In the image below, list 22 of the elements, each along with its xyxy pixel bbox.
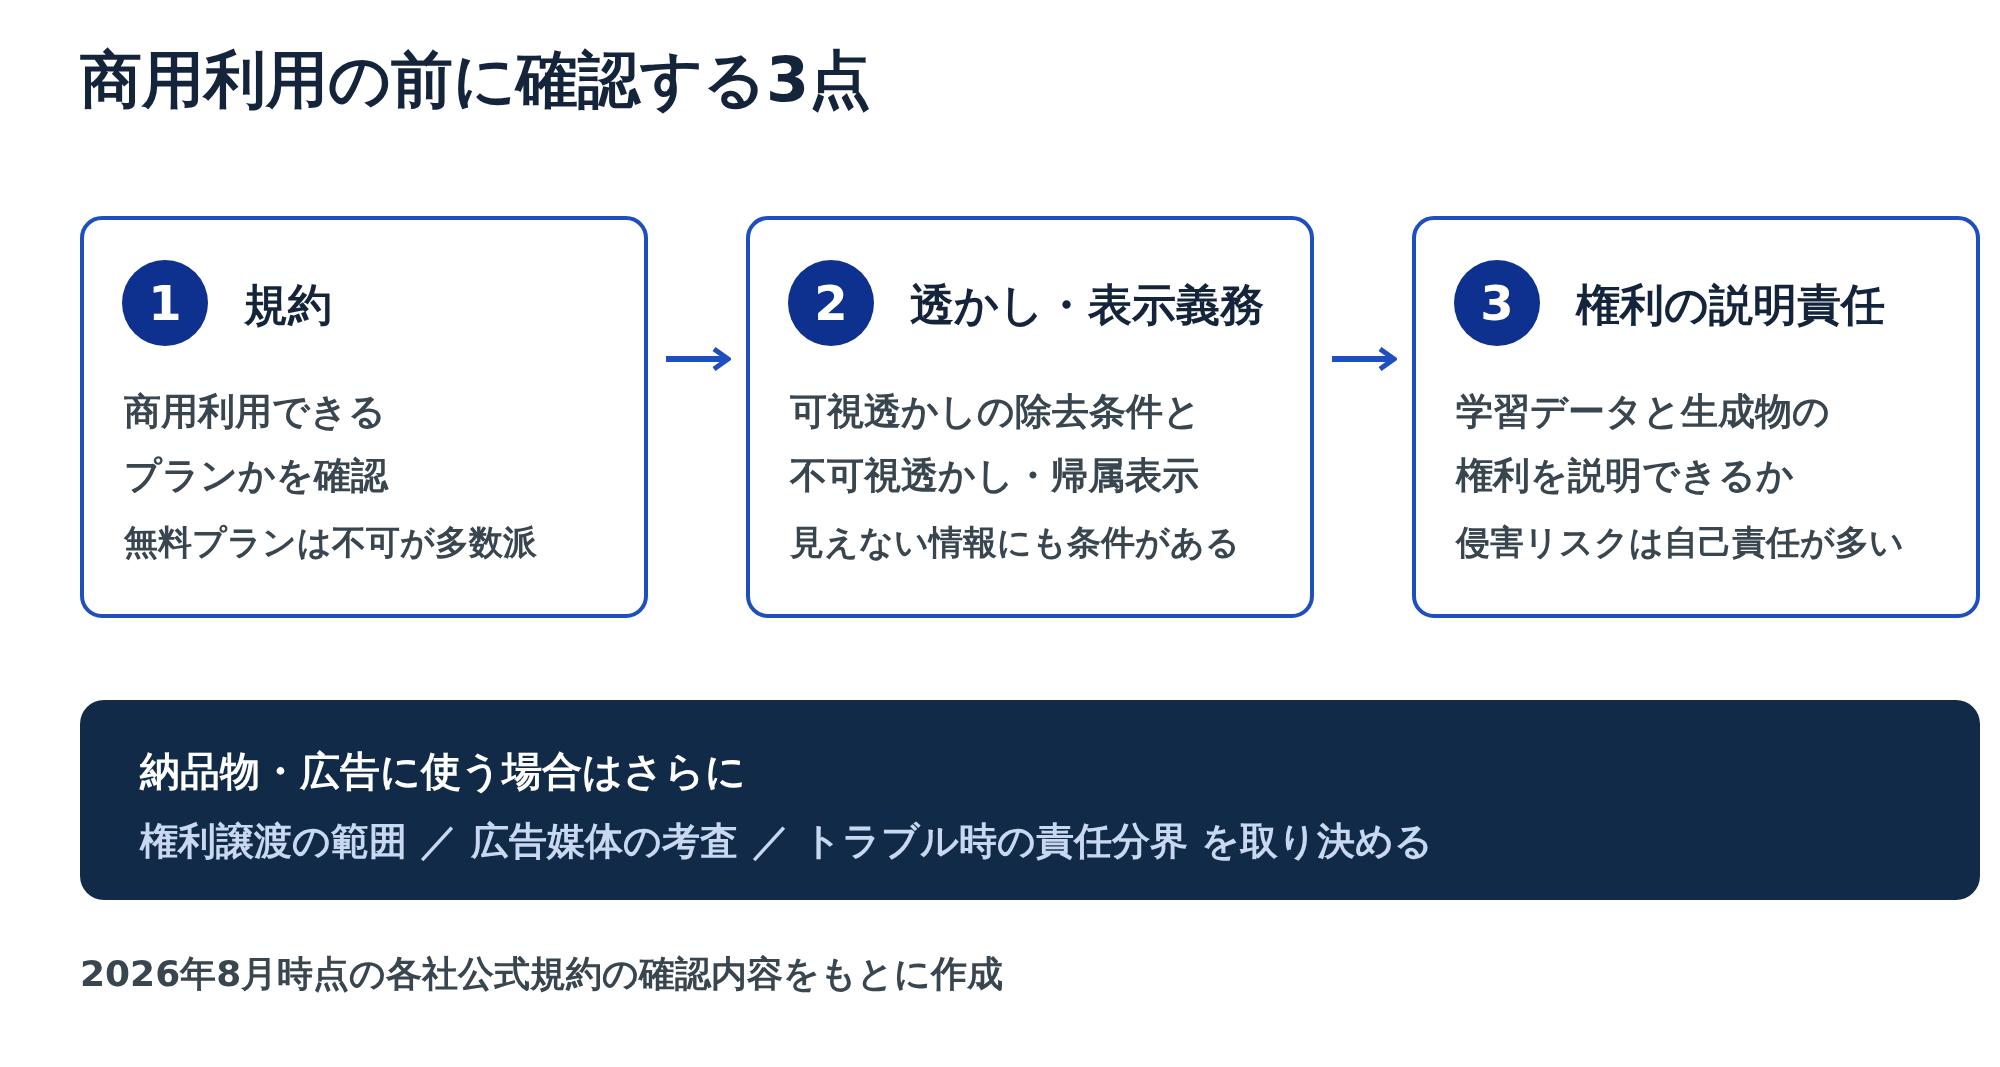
step-number-circle: 1 [122,260,208,346]
banner-heading: 納品物・広告に使う場合はさらに [140,747,746,796]
step-description: 可視透かしの除去条件と不可視透かし・帰属表示 [790,389,1202,499]
arrow [1332,346,1397,372]
step-description: 商用利用できるプランかを確認 [124,389,390,499]
step-card [80,216,648,618]
footnote: 2026年8月時点の各社公式規約の確認内容をもとに作成 [80,952,1004,996]
step-card [1412,216,1980,618]
arrow [666,346,731,372]
title: 商用利用の前に確認する3点 [80,42,872,118]
step-note: 見えない情報にも条件がある [790,521,1240,564]
note-banner [80,700,1980,900]
banner-text: 権利譲渡の範囲 ／ 広告媒体の考査 ／ トラブル時の責任分界 を取り決める [140,818,1434,865]
step-description: 学習データと生成物の権利を説明できるか [1456,389,1831,499]
step-number-circle: 2 [788,260,874,346]
step-card [746,216,1314,618]
step-heading: 透かし・表示義務 [910,278,1264,332]
step-heading: 権利の説明責任 [1576,278,1885,332]
step-heading: 規約 [244,278,332,332]
step-note: 無料プランは不可が多数派 [124,521,537,564]
step-note: 侵害リスクは自己責任が多い [1456,521,1904,564]
step-number-circle: 3 [1454,260,1540,346]
